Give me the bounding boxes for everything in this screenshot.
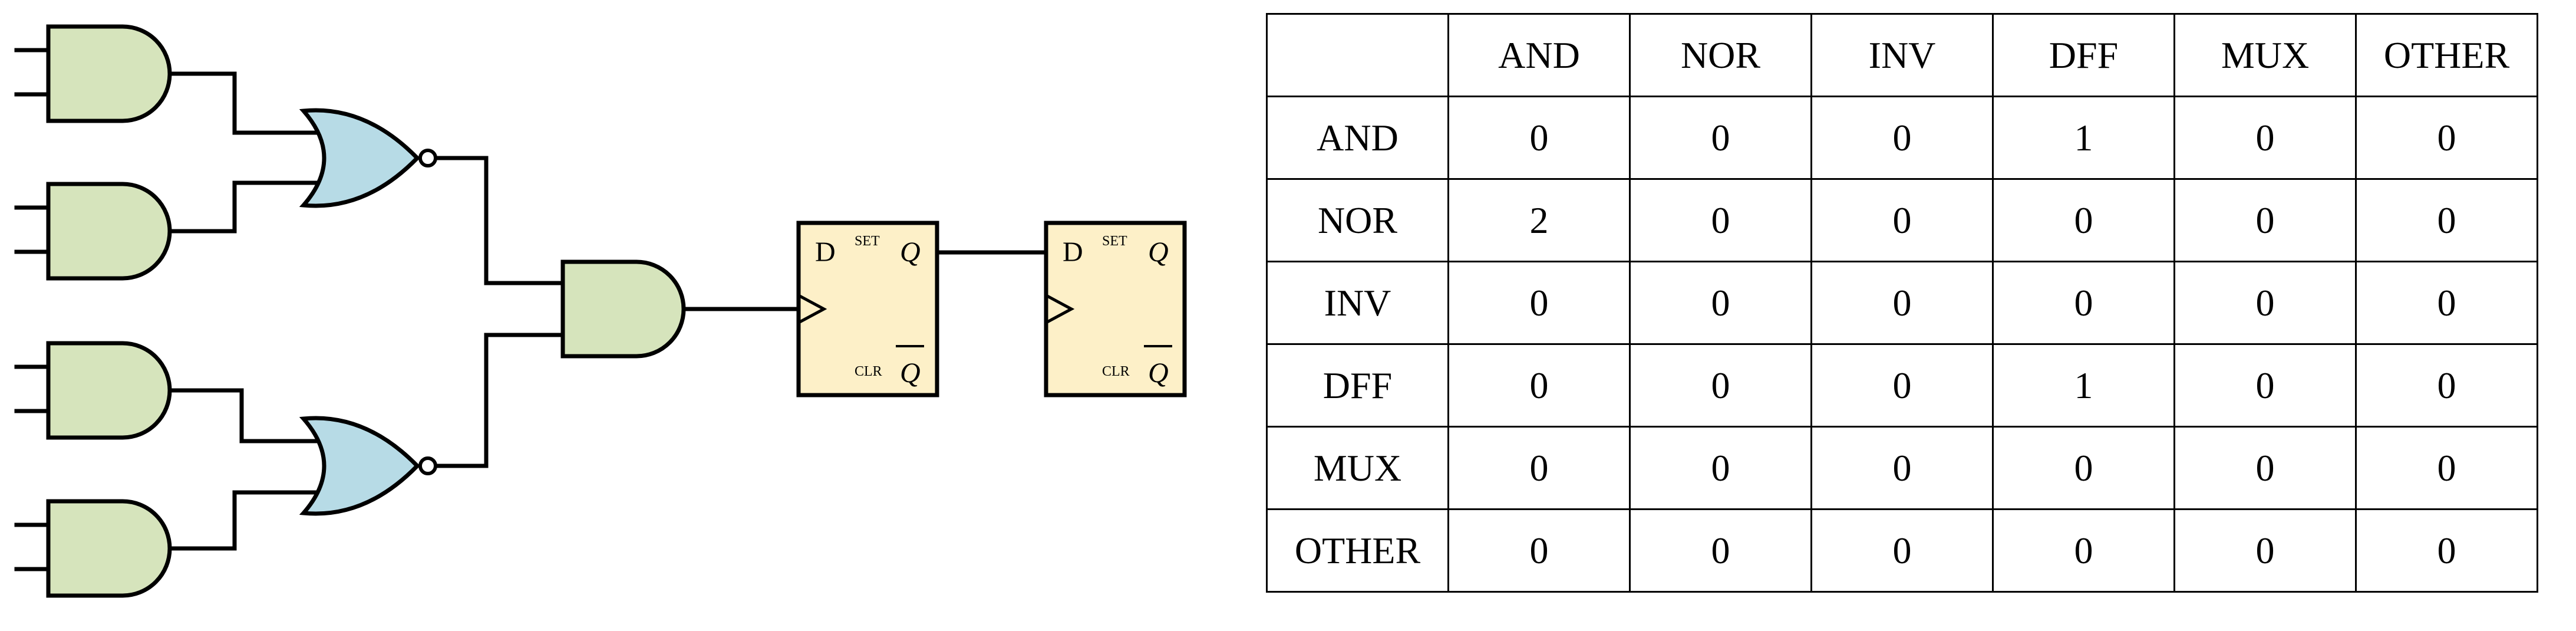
table-cell: 0 (1629, 261, 1812, 345)
table-row: NOR 2 0 0 0 0 0 (1266, 178, 2538, 262)
table-cell: 0 (2173, 508, 2357, 593)
table-cell: 0 (2355, 343, 2538, 428)
table-cell: 0 (1629, 426, 1812, 510)
table-cell: 0 (1810, 508, 1994, 593)
table-cell: 0 (1992, 508, 2175, 593)
table-row: INV 0 0 0 0 0 0 (1266, 261, 2538, 345)
table-cell: 0 (1629, 96, 1812, 180)
nor-gate-2-bubble (418, 456, 437, 475)
table-cell: 0 (2173, 96, 2357, 180)
table-cell: 0 (2355, 261, 2538, 345)
table-row: OTHER 0 0 0 0 0 0 (1266, 508, 2538, 593)
table-cell: 2 (1447, 178, 1631, 262)
column-header: AND (1447, 13, 1631, 97)
table-cell: 0 (1810, 343, 1994, 428)
table-cell: 0 (2355, 426, 2538, 510)
row-header: DFF (1266, 343, 1449, 428)
table-cell: 0 (1447, 508, 1631, 593)
table-cell: 0 (1810, 426, 1994, 510)
connection-matrix: AND NOR INV DFF MUX OTHER AND 0 0 0 1 0 … (1266, 13, 2538, 593)
nor-gate-1 (299, 108, 420, 208)
table-row: MUX 0 0 0 0 0 0 (1266, 426, 2538, 510)
dff-1-set-label: SET (855, 234, 880, 249)
column-header: MUX (2173, 13, 2357, 97)
column-header: DFF (1992, 13, 2175, 97)
wires-to-nor (167, 71, 321, 551)
table-cell: 0 (1629, 343, 1812, 428)
table-cell: 0 (2173, 426, 2357, 510)
circuit-diagram: D SET Q CLR Q D SET Q CLR Q (14, 24, 1187, 598)
table-cell: 0 (1629, 178, 1812, 262)
connection-matrix-table: AND NOR INV DFF MUX OTHER AND 0 0 0 1 0 … (1266, 13, 2538, 593)
table-cell: 0 (1810, 261, 1994, 345)
table-cell: 0 (1992, 261, 2175, 345)
table-cell: 0 (1992, 178, 2175, 262)
table-cell: 0 (1810, 178, 1994, 262)
and-gate-1 (46, 24, 172, 123)
table-cell: 0 (1447, 426, 1631, 510)
table-cell: 0 (2355, 508, 2538, 593)
and-gate-2 (46, 182, 172, 281)
table-cell: 0 (2173, 261, 2357, 345)
row-header: INV (1266, 261, 1449, 345)
dff-1-q-label: Q (900, 236, 921, 268)
table-cell: 0 (1447, 261, 1631, 345)
table-corner-cell (1266, 13, 1449, 97)
table-header-row: AND NOR INV DFF MUX OTHER (1266, 13, 2538, 97)
table-cell: 1 (1992, 343, 2175, 428)
dff-2-set-label: SET (1102, 234, 1127, 249)
and-gate-5 (560, 259, 686, 359)
row-header: OTHER (1266, 508, 1449, 593)
table-row: DFF 0 0 0 1 0 0 (1266, 343, 2538, 428)
table-cell: 0 (1810, 96, 1994, 180)
dff-1-clr-label: CLR (855, 364, 882, 379)
table-cell: 0 (2173, 178, 2357, 262)
row-header: MUX (1266, 426, 1449, 510)
input-wires (14, 48, 51, 571)
dff-2-qbar-label: Q (1148, 357, 1169, 389)
table-cell: 0 (1992, 426, 2175, 510)
nor-gate-1-bubble (418, 149, 437, 167)
table-cell: 1 (1992, 96, 2175, 180)
table-cell: 0 (2355, 178, 2538, 262)
dff-1: D SET Q CLR Q (796, 221, 939, 397)
dff-1-d-label: D (815, 236, 836, 268)
wires-to-and5 (434, 156, 565, 468)
dff-2-d-label: D (1063, 236, 1083, 268)
table-cell: 0 (2173, 343, 2357, 428)
and-gate-4 (46, 499, 172, 598)
table-cell: 0 (2355, 96, 2538, 180)
column-header: INV (1810, 13, 1994, 97)
dff-2-q-label: Q (1148, 236, 1169, 268)
and-gate-3 (46, 341, 172, 440)
table-cell: 0 (1447, 343, 1631, 428)
table-cell: 0 (1447, 96, 1631, 180)
table-row: AND 0 0 0 1 0 0 (1266, 96, 2538, 180)
dff-1-qbar-label: Q (900, 357, 921, 389)
column-header: NOR (1629, 13, 1812, 97)
column-header: OTHER (2355, 13, 2538, 97)
table-cell: 0 (1629, 508, 1812, 593)
dff-2: D SET Q CLR Q (1044, 221, 1187, 397)
dff-2-clr-label: CLR (1102, 364, 1130, 379)
nor-gate-2 (299, 416, 420, 516)
row-header: AND (1266, 96, 1449, 180)
row-header: NOR (1266, 178, 1449, 262)
